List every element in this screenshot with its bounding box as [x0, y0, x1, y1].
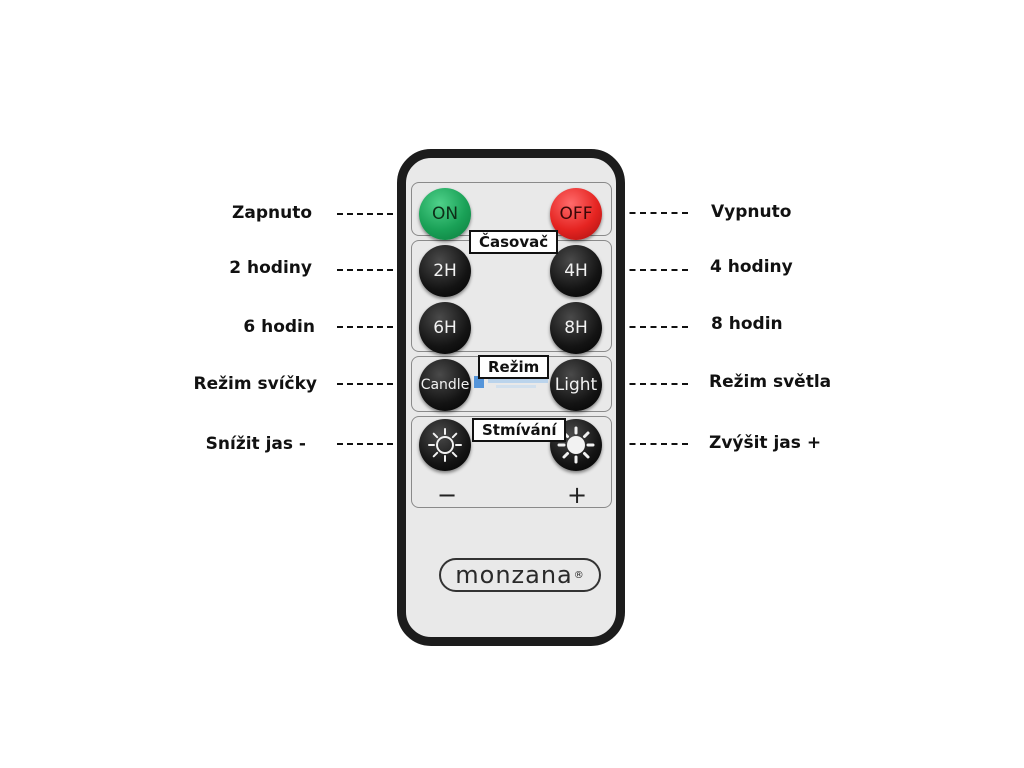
dimming-panel: [411, 416, 612, 508]
leader-line-8h: [598, 326, 688, 328]
timer-6h-button[interactable]: 6H: [419, 302, 471, 354]
off-button[interactable]: OFF: [550, 188, 602, 240]
label-snizit-jas: Snížit jas -: [205, 434, 306, 454]
dim-up-button[interactable]: [550, 419, 602, 471]
label-8-hodin: 8 hodin: [711, 314, 783, 334]
timer-2h-button[interactable]: 2H: [419, 245, 471, 297]
leader-line-candle: [337, 383, 423, 385]
leader-line-4h: [598, 269, 688, 271]
timer-8h-button[interactable]: 8H: [550, 302, 602, 354]
label-vypnuto: Vypnuto: [711, 202, 792, 222]
on-button[interactable]: ON: [419, 188, 471, 240]
candle-mode-button[interactable]: Candle: [419, 359, 471, 411]
logo-text: monzana: [455, 561, 573, 589]
leader-line-light: [598, 383, 688, 385]
label-zapnuto: Zapnuto: [232, 203, 312, 223]
tag-rezim: Režim: [478, 355, 550, 379]
tag-stmivani: Stmívání: [472, 418, 567, 442]
plus-sign: +: [567, 481, 588, 509]
sun-filled-icon: [557, 426, 595, 464]
sun-outline-icon: [428, 428, 462, 462]
label-zvysit-jas: Zvýšit jas +: [709, 433, 822, 453]
leader-line-off: [598, 212, 688, 214]
leader-line-on: [337, 213, 423, 215]
dim-down-button[interactable]: [419, 419, 471, 471]
monzana-logo: monzana®: [439, 558, 601, 592]
registered-mark: ®: [573, 569, 585, 581]
label-6-hodin: 6 hodin: [243, 317, 315, 337]
watermark-logo: [474, 376, 548, 388]
minus-sign: −: [437, 481, 458, 509]
timer-4h-button[interactable]: 4H: [550, 245, 602, 297]
label-4-hodiny: 4 hodiny: [710, 257, 793, 277]
leader-line-6h: [337, 326, 423, 328]
tag-casovac: Časovač: [469, 230, 559, 254]
light-mode-button[interactable]: Light: [550, 359, 602, 411]
label-rezim-svetla: Režim světla: [709, 372, 832, 392]
leader-line-2h: [337, 269, 423, 271]
label-2-hodiny: 2 hodiny: [229, 258, 312, 278]
label-rezim-svicky: Režim svíčky: [193, 374, 317, 394]
leader-line-dim-down: [337, 443, 423, 445]
leader-line-dim-up: [598, 443, 688, 445]
remote-control: ON OFF 2H 4H 6H 8H Candle Light −: [397, 149, 625, 646]
